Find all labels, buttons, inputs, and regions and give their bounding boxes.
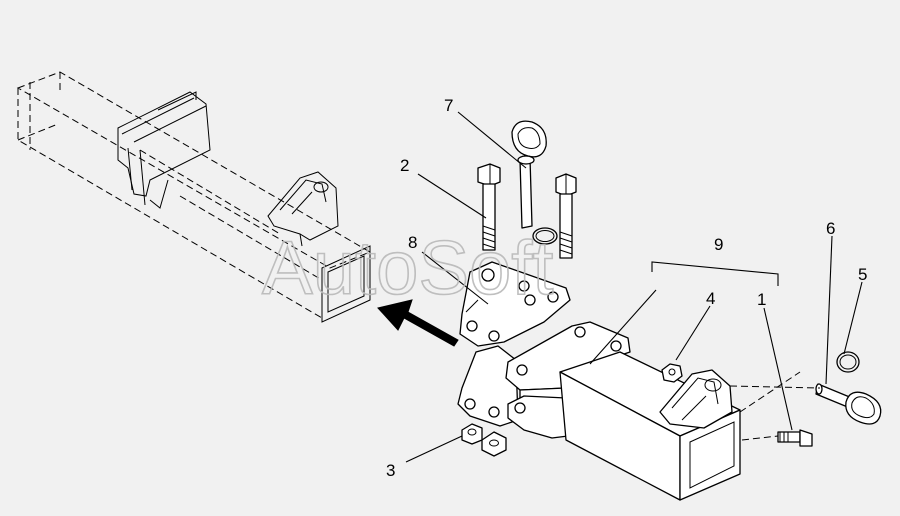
callout-6: 6 bbox=[826, 219, 835, 238]
ghost-frame-beam bbox=[16, 71, 372, 319]
callout-labels: 1 2 3 4 5 6 7 8 9 bbox=[386, 96, 867, 480]
ghost-beam-end bbox=[321, 245, 371, 323]
callout-9: 9 bbox=[714, 235, 723, 254]
callout-5: 5 bbox=[858, 265, 867, 284]
part-8-mounting-plate bbox=[459, 261, 571, 347]
part-3-nut-left bbox=[461, 423, 483, 445]
callout-1: 1 bbox=[757, 290, 766, 309]
callout-3: 3 bbox=[386, 461, 395, 480]
part-5-ring bbox=[836, 351, 860, 373]
assembly-path-lines bbox=[729, 371, 821, 441]
part-7-lock-pin bbox=[511, 120, 547, 229]
part-9-drawbar-assembly bbox=[505, 321, 741, 501]
leader-lines bbox=[405, 111, 863, 463]
part-2-bolt-right bbox=[555, 173, 577, 259]
part-1-bolt bbox=[777, 429, 813, 447]
ghost-mounting-plates bbox=[117, 91, 211, 209]
part-3-nut-right bbox=[481, 431, 507, 457]
callout-8: 8 bbox=[408, 233, 417, 252]
callout-2: 2 bbox=[400, 156, 409, 175]
callout-7: 7 bbox=[444, 96, 453, 115]
ghost-hitch-bracket bbox=[267, 171, 339, 247]
part-9-group-bracket bbox=[651, 261, 779, 286]
callout-4: 4 bbox=[706, 289, 715, 308]
direction-arrow bbox=[377, 299, 459, 347]
part-2-bolt-left bbox=[477, 163, 501, 251]
watermark-text: AutoSoft bbox=[262, 226, 554, 311]
part-4-nut bbox=[661, 363, 683, 383]
pin-retaining-ring bbox=[532, 227, 558, 245]
part-6-hitch-pin bbox=[815, 383, 882, 425]
